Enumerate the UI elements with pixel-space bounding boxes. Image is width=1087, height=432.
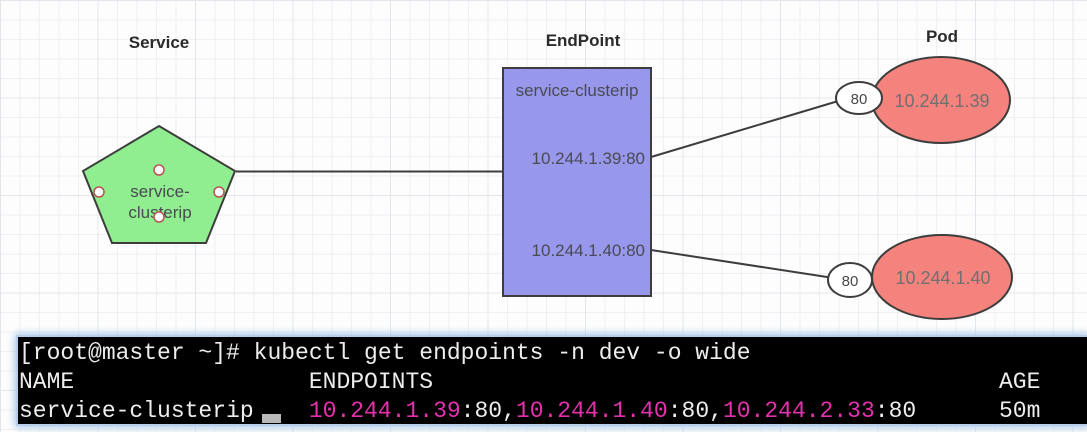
service-pentagon[interactable] — [81, 124, 237, 244]
row-endpoint-ip-3: 10.244.2.33 — [722, 398, 875, 424]
pod1-port-ellipse[interactable] — [835, 81, 883, 115]
endpoint-column-label: EndPoint — [546, 31, 621, 50]
endpoint-title: service-clusterip — [516, 81, 639, 100]
edge-endpoint-to-pod1[interactable] — [650, 98, 846, 158]
col-header-endpoints: ENDPOINTS — [308, 369, 434, 395]
kubernetes-diagram: Service EndPoint Pod service- clusterip … — [81, 27, 1013, 320]
col-header-name: NAME — [19, 369, 75, 395]
row-endpoint-port-2: :80, — [667, 398, 723, 424]
pod2-port: 80 — [842, 273, 859, 290]
pod2-port-ellipse[interactable] — [827, 262, 873, 298]
col-header-age: AGE — [998, 369, 1041, 395]
terminal-output: [root@master ~]# kubectl get endpoints -… — [18, 337, 1087, 426]
connection-point-left[interactable] — [93, 186, 105, 198]
endpoint-entry-1: 10.244.1.39:80 — [532, 149, 645, 168]
service-node-label-line1: service- — [130, 182, 190, 201]
endpoint-rect[interactable] — [502, 67, 652, 297]
endpoint-entry-2: 10.244.1.40:80 — [532, 241, 645, 260]
pod-column-label: Pod — [926, 27, 958, 46]
row-endpoint-ip-1: 10.244.1.39 — [308, 398, 461, 424]
terminal-command-line: [root@master ~]# kubectl get endpoints -… — [19, 340, 751, 366]
connection-point-right[interactable] — [213, 186, 225, 198]
pod1-ip: 10.244.1.39 — [894, 91, 989, 111]
service-column-label: Service — [129, 33, 190, 52]
edge-endpoint-to-pod2[interactable] — [650, 249, 841, 280]
pod2-ip: 10.244.1.40 — [895, 268, 990, 288]
row-age: 50m — [999, 398, 1041, 424]
pod1-port: 80 — [851, 91, 868, 108]
row-endpoint-port-3: :80 — [874, 398, 917, 424]
row-name: service-clusterip — [19, 398, 254, 424]
row-endpoint-ip-2: 10.244.1.40 — [515, 398, 668, 424]
terminal-window[interactable]: [root@master ~]# kubectl get endpoints -… — [18, 337, 1087, 424]
terminal-cursor — [262, 414, 281, 423]
row-endpoint-port-1: :80, — [460, 398, 516, 424]
connection-point-bottom[interactable] — [153, 211, 165, 223]
connection-point-top[interactable] — [153, 164, 165, 176]
